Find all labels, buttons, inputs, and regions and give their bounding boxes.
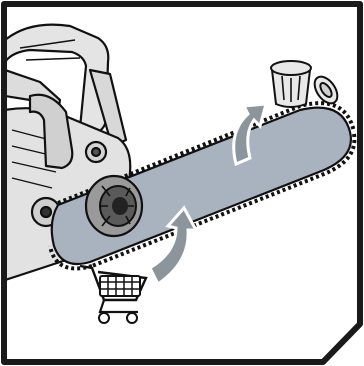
sprocket (86, 176, 142, 236)
shopping-cart-icon (80, 266, 146, 323)
trash-bin-icon (271, 61, 342, 107)
